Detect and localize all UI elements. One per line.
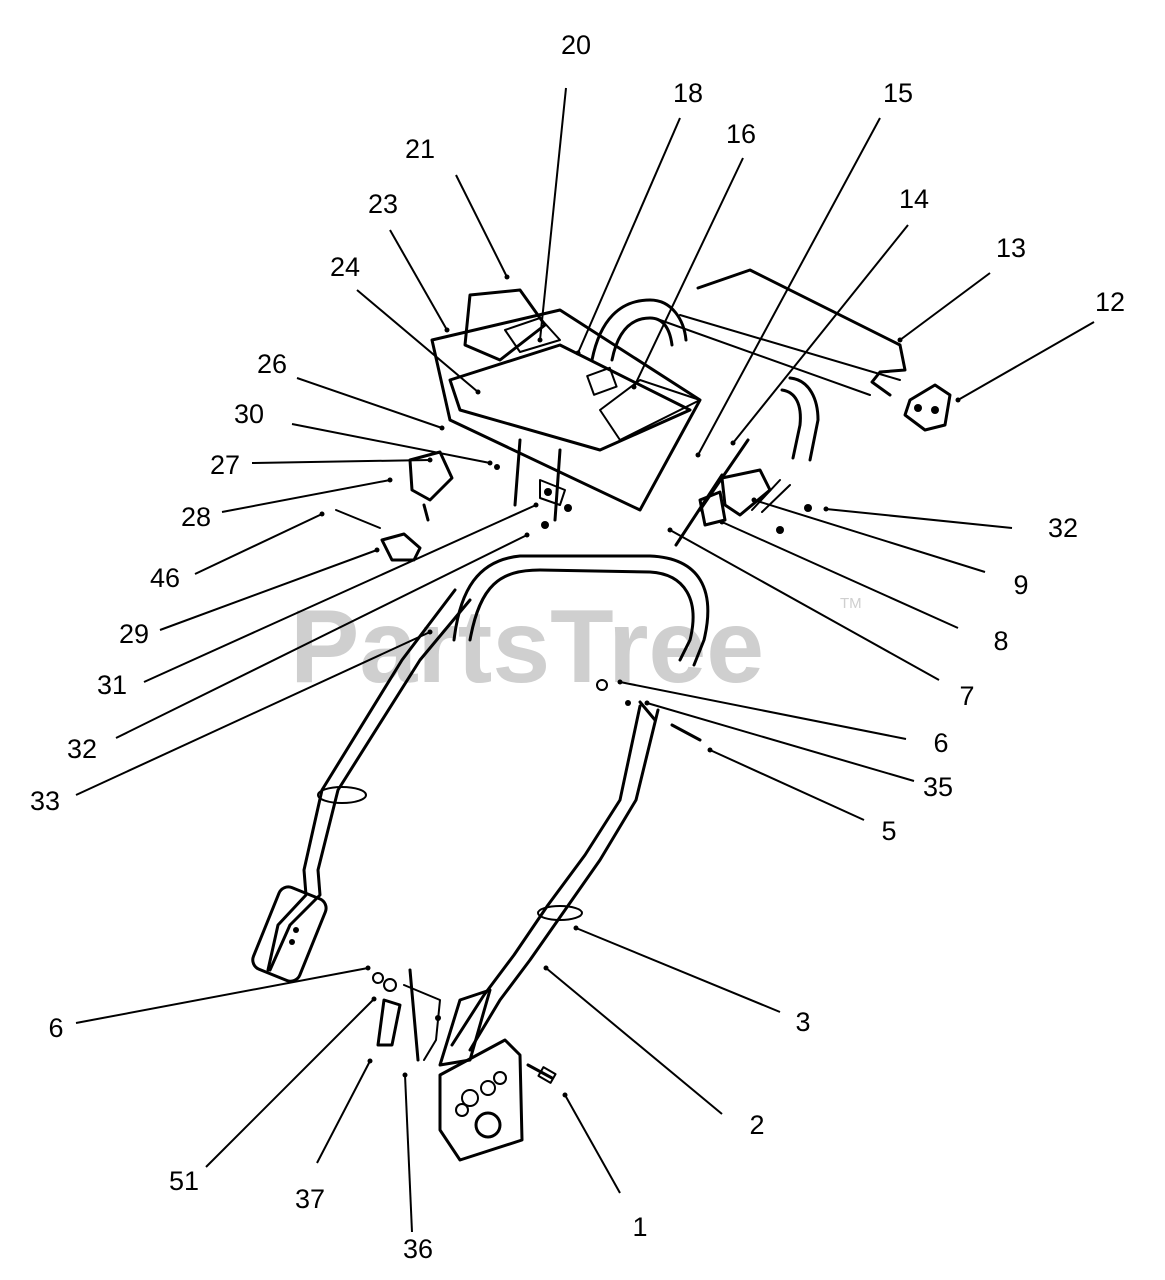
leader-dots: [319, 274, 961, 1098]
part-label-30: 30: [234, 399, 264, 429]
upper-handle-loop: [590, 298, 820, 462]
part-label-12: 12: [1095, 287, 1125, 317]
part-label-6-upper: 6: [933, 728, 948, 758]
part-label-5: 5: [881, 816, 896, 846]
left-handle-bar: [251, 588, 472, 983]
part-label-15: 15: [883, 78, 913, 108]
control-panel: [430, 288, 702, 522]
part-label-27: 27: [210, 450, 240, 480]
mid-hardware: [596, 679, 702, 742]
part-label-24: 24: [330, 252, 360, 282]
part-label-37: 37: [295, 1184, 325, 1214]
part-label-14: 14: [899, 184, 929, 214]
part-label-2: 2: [749, 1110, 764, 1140]
part-label-32-left: 32: [67, 734, 97, 764]
part-label-28: 28: [181, 502, 211, 532]
part-label-46: 46: [150, 563, 180, 593]
part-label-32-right: 32: [1048, 513, 1078, 543]
part-label-1: 1: [632, 1212, 647, 1242]
part-label-7: 7: [959, 681, 974, 711]
part-label-26: 26: [257, 349, 287, 379]
part-label-21: 21: [405, 134, 435, 164]
part-label-9: 9: [1013, 570, 1028, 600]
watermark-trademark: TM: [840, 595, 862, 612]
left-hardware: [335, 450, 572, 562]
part-label-33: 33: [30, 786, 60, 816]
part-label-36: 36: [403, 1234, 433, 1264]
part-label-16: 16: [726, 119, 756, 149]
part-label-23: 23: [368, 189, 398, 219]
part-label-13: 13: [996, 233, 1026, 263]
part-label-20: 20: [561, 30, 591, 60]
part-labels: 20 18 16 15 21 14 13 12 23 24 26 30 27 2…: [30, 30, 1125, 1264]
part-label-8: 8: [993, 626, 1008, 656]
shift-rod: [659, 268, 907, 397]
part-label-51: 51: [169, 1166, 199, 1196]
part-label-3: 3: [795, 1007, 810, 1037]
part-label-31: 31: [97, 670, 127, 700]
part-label-29: 29: [119, 619, 149, 649]
wheel-height-bracket: [438, 1038, 557, 1162]
rod-bracket: [903, 383, 952, 432]
part-label-18: 18: [673, 78, 703, 108]
leader-lines: [75, 87, 1095, 1233]
part-label-35: 35: [923, 772, 953, 802]
right-handle-bar: [438, 704, 660, 1067]
lower-hardware: [372, 968, 441, 1062]
speed-lever-bracket: [698, 468, 812, 534]
part-label-6-lower: 6: [48, 1013, 63, 1043]
